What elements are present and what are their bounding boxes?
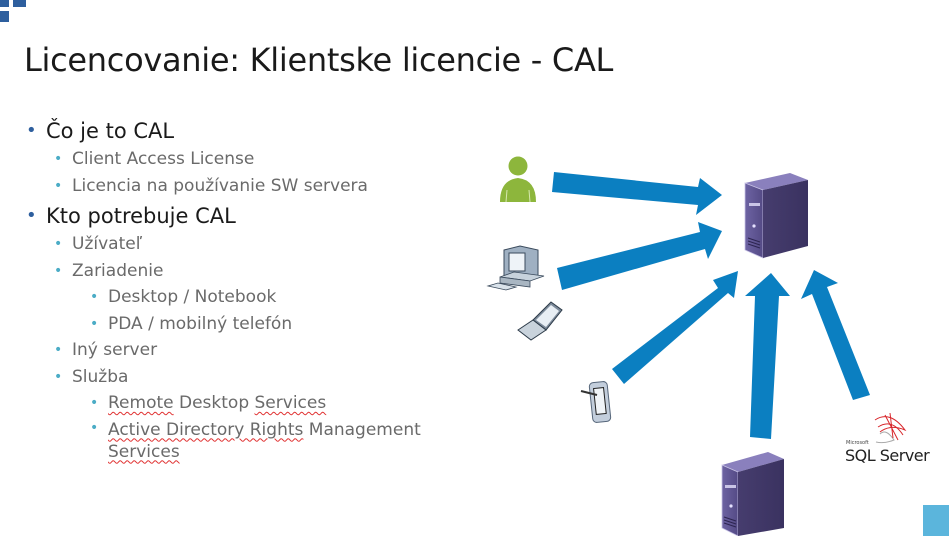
arrow-desktop-to-server <box>557 222 722 290</box>
title-decoration-square-2 <box>13 0 26 7</box>
sql-server-brand: SQL Server <box>845 446 930 465</box>
arrow-sql-to-server <box>801 270 870 400</box>
text-management: Management <box>303 419 421 440</box>
bullet-ad-rms: Active Directory Rights ManagementServic… <box>26 417 466 466</box>
text-services: Services <box>108 441 180 462</box>
pda-icon <box>580 381 612 423</box>
bullet-service: Služba <box>26 364 466 391</box>
user-icon <box>500 156 536 203</box>
arrow-pda-to-server <box>612 271 738 384</box>
bullet-device: Zariadenie <box>26 258 466 285</box>
sql-server-logo: Microsoft SQL Server <box>845 440 930 465</box>
bullet-who-needs-cal: Kto potrebuje CAL <box>26 201 466 231</box>
bullet-other-server: Iný server <box>26 337 466 364</box>
title-decoration-square-3 <box>0 11 9 22</box>
slide-title: Licencovanie: Klientske licencie - CAL <box>24 41 614 80</box>
text-remote: Remote <box>108 393 174 413</box>
sql-server-logo-graphic <box>874 412 907 444</box>
corner-decoration-box <box>923 505 949 536</box>
other-server-icon <box>721 452 784 536</box>
bullet-remote-desktop-services: Remote Desktop Services <box>26 390 466 417</box>
bullet-list: Čo je to CAL Client Access License Licen… <box>26 116 466 466</box>
text-active-directory-rights: Active Directory Rights <box>108 419 304 440</box>
bullet-license-sw-server: Licencia na používanie SW servera <box>26 173 466 200</box>
bullet-what-is-cal: Čo je to CAL <box>26 116 466 146</box>
bullet-pda-mobile: PDA / mobilný telefón <box>26 311 466 338</box>
title-decoration-square-1 <box>0 0 9 7</box>
sql-server-brand-small: Microsoft <box>846 440 869 446</box>
text-services: Services <box>254 393 327 413</box>
desktop-computer-icon <box>486 245 545 291</box>
bullet-user: Užívateľ <box>26 231 466 258</box>
text-desktop: Desktop <box>173 393 255 413</box>
laptop-icon <box>517 301 563 341</box>
bullet-desktop-notebook: Desktop / Notebook <box>26 284 466 311</box>
server-icon <box>744 173 808 259</box>
bullet-client-access-license: Client Access License <box>26 146 466 173</box>
arrow-server-to-server <box>745 273 790 439</box>
arrows <box>552 172 870 439</box>
arrow-user-to-server <box>552 172 722 215</box>
